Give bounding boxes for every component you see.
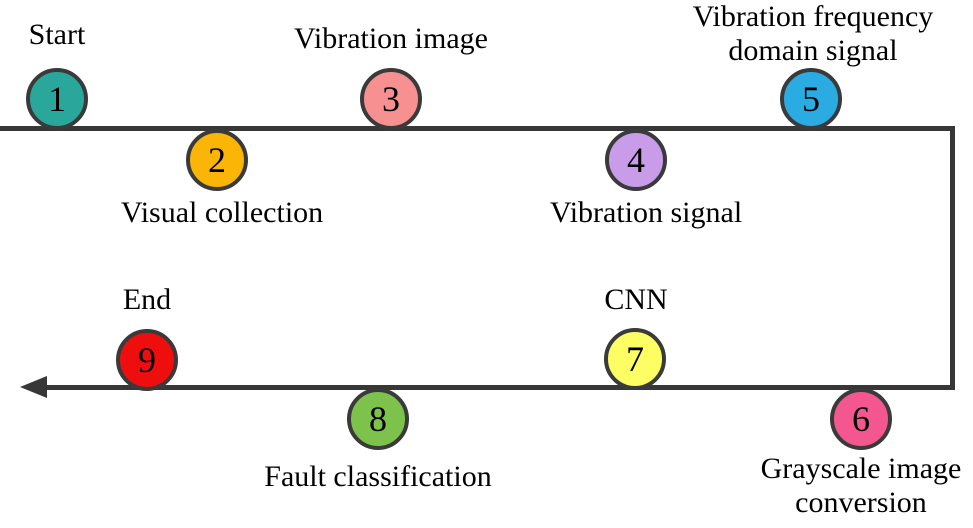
node-circle-visual-collection: 2 [186,129,248,191]
node-circle-cnn: 7 [604,328,666,390]
node-number: 6 [852,399,870,439]
node-number: 8 [369,399,387,439]
node-label-start: Start [28,18,86,51]
node-circle-start: 1 [26,68,88,130]
flow-line-right [950,126,955,390]
flow-line-top [0,126,955,131]
node-number: 9 [138,340,156,380]
node-number: 4 [627,140,645,180]
node-number: 3 [382,79,400,119]
node-circle-grayscale-image-conversion: 6 [830,388,892,450]
node-circle-vibration-image: 3 [360,68,422,130]
node-label-visual-collection: Visual collection [120,196,324,229]
node-number: 2 [208,140,226,180]
node-label-vibration-image: Vibration image [294,22,488,55]
node-label-end: End [122,283,172,316]
node-circle-vibration-signal: 4 [605,129,667,191]
node-circle-end: 9 [116,329,178,391]
node-circle-vibration-frequency-domain-signal: 5 [780,68,842,130]
node-label-vibration-signal: Vibration signal [549,196,743,229]
node-number: 5 [802,79,820,119]
flow-line-bottom [30,385,955,390]
node-circle-fault-classification: 8 [347,388,409,450]
arrowhead-left-icon [20,376,47,398]
node-label-grayscale-image-conversion: Grayscale image conversion [760,452,962,519]
node-label-vibration-frequency-domain-signal: Vibration frequency domain signal [692,0,934,67]
node-number: 7 [626,339,644,379]
node-label-fault-classification: Fault classification [264,460,492,493]
node-number: 1 [48,79,66,119]
node-label-cnn: CNN [604,283,668,316]
